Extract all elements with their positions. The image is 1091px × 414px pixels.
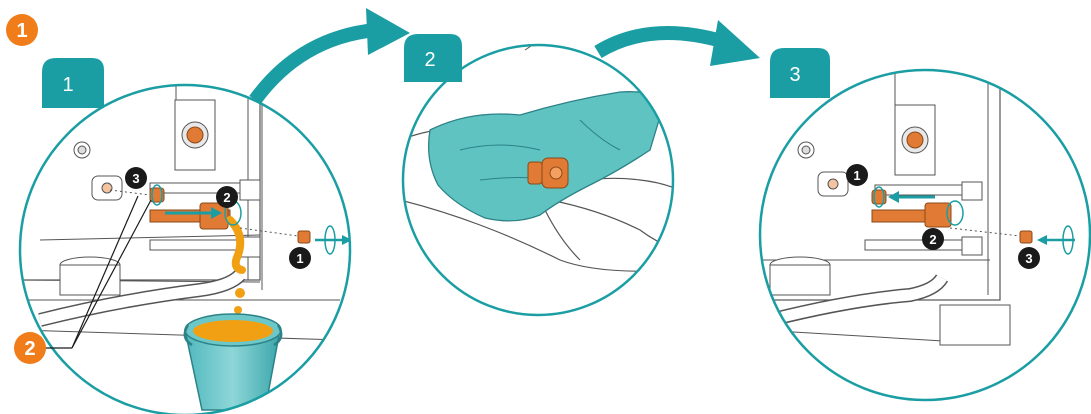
callout-2-drain-fitting: 2 — [216, 186, 238, 208]
step-3-tab: 3 — [770, 48, 830, 98]
svg-text:1: 1 — [62, 74, 73, 96]
svg-text:3: 3 — [1025, 251, 1032, 266]
svg-text:3: 3 — [132, 171, 139, 186]
flow-arrow-step1-to-step2 — [255, 8, 410, 100]
step-1-tab: 1 — [42, 58, 104, 108]
svg-text:2: 2 — [424, 49, 435, 71]
callout-1-install-plug: 1 — [846, 164, 868, 186]
panel-step-3: 3 1 2 3 — [760, 48, 1090, 400]
svg-text:3: 3 — [789, 64, 800, 86]
drain-bucket-icon — [185, 314, 281, 410]
step-2-tab: 2 — [404, 34, 462, 82]
svg-text:1: 1 — [16, 20, 27, 42]
flow-arrow-step2-to-step3 — [598, 20, 760, 66]
figure-number-badge: 1 — [6, 14, 38, 46]
svg-text:2: 2 — [929, 232, 936, 247]
svg-text:1: 1 — [296, 251, 303, 266]
callout-3-remove-plug: 3 — [125, 167, 147, 189]
panel-step-1: 1 3 2 1 — [20, 40, 352, 414]
svg-text:2: 2 — [223, 190, 230, 205]
callout-1-cap: 1 — [289, 247, 311, 269]
svg-text:1: 1 — [853, 168, 860, 183]
callout-3-cap: 3 — [1018, 247, 1040, 269]
callout-2-drain-fitting: 2 — [922, 228, 944, 250]
svg-text:2: 2 — [24, 338, 35, 360]
panel-step-2: 2 — [400, 34, 680, 315]
